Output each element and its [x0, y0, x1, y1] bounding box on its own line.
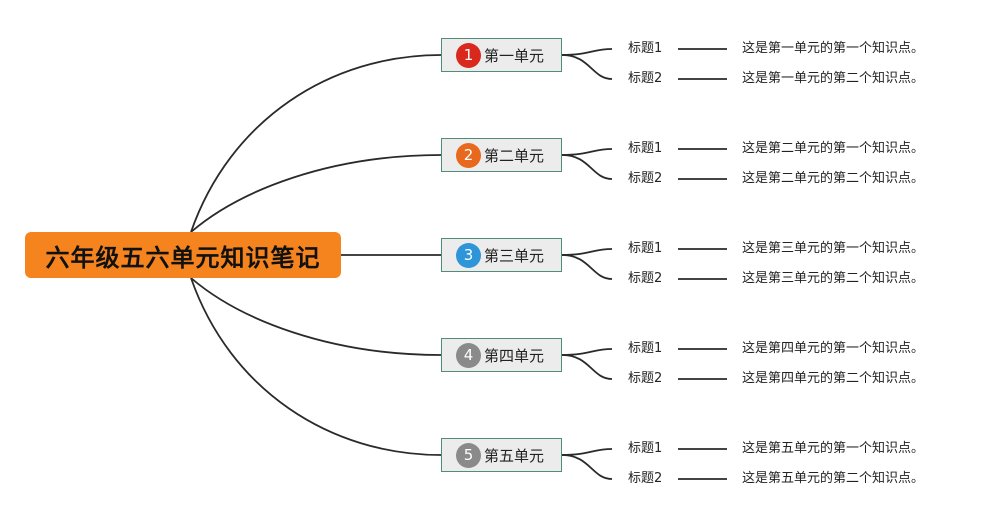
knowledge-point[interactable]: 这是第五单元的第一个知识点。 — [742, 441, 925, 456]
topic-connector-2-2 — [561, 154, 613, 180]
number-badge-icon: 5 — [456, 442, 481, 468]
knowledge-point[interactable]: 这是第二单元的第一个知识点。 — [742, 141, 925, 156]
unit-title: 第四单元 — [484, 346, 545, 365]
root-connector-1 — [190, 54, 442, 233]
knowledge-point[interactable]: 这是第四单元的第二个知识点。 — [742, 371, 925, 386]
knowledge-point[interactable]: 这是第三单元的第二个知识点。 — [742, 271, 925, 286]
unit-title: 第一单元 — [484, 46, 545, 65]
topic-connector-2-1 — [561, 148, 613, 156]
knowledge-point[interactable]: 这是第三单元的第一个知识点。 — [742, 241, 925, 256]
root-connector-4 — [190, 277, 442, 356]
topic-label[interactable]: 标题2 — [628, 271, 663, 286]
topic-connector-5-1 — [561, 448, 613, 456]
topic-connector-3-1 — [561, 248, 613, 256]
topic-label[interactable]: 标题1 — [628, 41, 663, 56]
topic-label[interactable]: 标题2 — [628, 371, 663, 386]
topic-connector-4-2 — [561, 354, 613, 380]
topic-label[interactable]: 标题1 — [628, 341, 663, 356]
topic-connector-5-2 — [561, 454, 613, 480]
topic-connector-1-2 — [561, 54, 613, 80]
topic-connector-3-2 — [561, 254, 613, 280]
topic-label[interactable]: 标题1 — [628, 141, 663, 156]
knowledge-point[interactable]: 这是第五单元的第二个知识点。 — [742, 471, 925, 486]
unit-title: 第三单元 — [484, 246, 545, 265]
topic-label[interactable]: 标题2 — [628, 71, 663, 86]
number-badge-icon: 1 — [456, 42, 481, 68]
topic-label[interactable]: 标题2 — [628, 471, 663, 486]
number-badge-icon: 4 — [456, 342, 481, 368]
topic-label[interactable]: 标题1 — [628, 241, 663, 256]
unit-title: 第二单元 — [484, 146, 545, 165]
root-topic[interactable]: 六年级五六单元知识笔记 — [25, 232, 341, 278]
knowledge-point[interactable]: 这是第一单元的第一个知识点。 — [742, 41, 925, 56]
topic-label[interactable]: 标题2 — [628, 171, 663, 186]
topic-connector-1-1 — [561, 48, 613, 56]
number-badge-icon: 3 — [456, 242, 481, 268]
root-connector-2 — [190, 154, 442, 233]
knowledge-point[interactable]: 这是第四单元的第一个知识点。 — [742, 341, 925, 356]
topic-label[interactable]: 标题1 — [628, 441, 663, 456]
topic-connector-4-1 — [561, 348, 613, 356]
knowledge-point[interactable]: 这是第二单元的第二个知识点。 — [742, 171, 925, 186]
root-connector-5 — [190, 277, 442, 456]
number-badge-icon: 2 — [456, 142, 481, 168]
knowledge-point[interactable]: 这是第一单元的第二个知识点。 — [742, 71, 925, 86]
unit-title: 第五单元 — [484, 446, 545, 465]
